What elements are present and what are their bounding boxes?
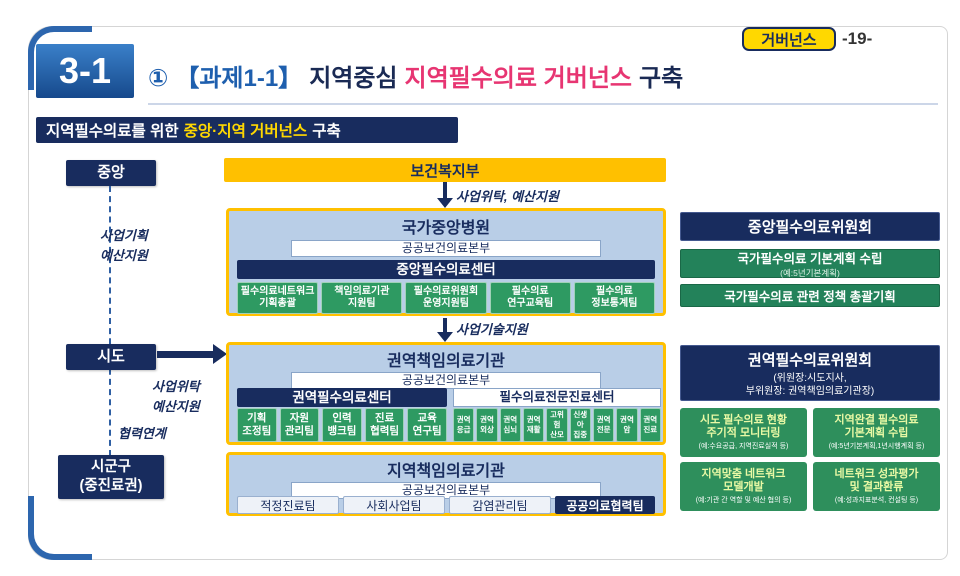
arrow-down-1-head (437, 198, 453, 208)
team-box: 고위험 산모 (546, 408, 568, 442)
title-divider (148, 103, 938, 105)
team-box: 필수의료위원회 운영지원팀 (405, 282, 487, 314)
grid-item-title: 시도 필수의료 현황 주기적 모니터링 (699, 413, 788, 439)
team-box: 권역 심뇌 (499, 408, 521, 442)
title-part-2: 구축 (638, 65, 684, 92)
team-box: 사회사업팀 (343, 496, 445, 514)
org-national-title: 국가중앙병원 (401, 220, 491, 237)
subtitle-pre: 지역필수의료를 위한 (46, 123, 179, 140)
team-box-highlight: 공공의료협력팀 (555, 496, 655, 514)
local-teams-row: 적정진료팀 사회사업팀 감염관리팀 공공의료협력팀 (237, 496, 655, 514)
grid-item: 지역완결 필수의료 기본계획 수립 (예:5년기본계획,1년시행계획 등) (813, 408, 940, 457)
team-box: 인력 뱅크팀 (322, 408, 362, 442)
org-local-title: 지역책임의료기관 (387, 463, 505, 480)
grid-item-note: (예:수요공급, 지역진료실적 등) (698, 443, 789, 451)
arrow-label-1: 사업위탁, 예산지원 (456, 189, 559, 204)
committee-regional-subtitle: (위원장:시도지사, 부위원장: 권역책임의료기관장) (745, 372, 875, 397)
vertical-dashed-connector (109, 186, 111, 456)
policy-note: (예:5년기본계획) (780, 268, 840, 278)
node-sigungu: 시군구 (중진료권) (58, 455, 164, 499)
committee-regional: 권역필수의료위원회 (위원장:시도지사, 부위원장: 권역책임의료기관장) (680, 345, 940, 401)
team-box: 필수의료 연구교육팀 (489, 282, 571, 314)
label-cooperation: 협력연계 (118, 426, 166, 441)
corner-accent-top-left (28, 26, 92, 90)
grid-item-title: 지역맞춤 네트워크 모델개발 (701, 467, 786, 493)
regional-essential-center-header: 권역필수의료센터 (237, 388, 447, 407)
org-regional-subtitle: 공공보건의료본부 (291, 372, 601, 389)
org-box-regional: 권역책임의료기관 공공보건의료본부 권역필수의료센터 기획 조정팀 자원 관리팀… (226, 342, 666, 445)
org-local-subtitle: 공공보건의료본부 (291, 482, 601, 499)
grid-item-note: (예:성과지표분석, 컨설팅 등) (834, 497, 919, 505)
team-box: 필수의료네트워크 기획총괄 (237, 282, 319, 314)
team-box: 자원 관리팀 (279, 408, 320, 442)
team-box: 권역 전문 (592, 408, 615, 442)
org-box-national: 국가중앙병원 공공보건의료본부 중앙필수의료센터 필수의료네트워크 기획총괄 책… (226, 208, 666, 316)
team-box: 기획 조정팀 (237, 408, 277, 442)
org-regional-title: 권역책임의료기관 (387, 353, 505, 370)
task-label: 【과제1-1】 (175, 65, 303, 92)
team-box: 필수의료 정보통계팀 (573, 282, 656, 314)
arrow-down-2-head (437, 332, 453, 342)
grid-item: 시도 필수의료 현황 주기적 모니터링 (예:수요공급, 지역진료실적 등) (680, 408, 807, 457)
arrow-sido-to-regional (157, 351, 213, 358)
policy-item: 국가필수의료 관련 정책 총괄기획 (680, 284, 940, 307)
node-central: 중앙 (66, 160, 156, 186)
grid-item: 지역맞춤 네트워크 모델개발 (예:기관 간 역할 및 예산 협의 등) (680, 462, 807, 511)
team-box: 적정진료팀 (237, 496, 339, 514)
title-accent: 지역필수의료 거버넌스 (404, 65, 632, 92)
subtitle-post: 구축 (312, 123, 341, 140)
label-consign-budget: 사업위탁 예산지원 (152, 379, 200, 414)
team-box: 권역 암 (616, 408, 638, 442)
team-box: 진료 협력팀 (364, 408, 405, 442)
team-box: 교육 연구팀 (407, 408, 447, 442)
policy-title: 국가필수의료 기본계획 수립 (737, 252, 883, 266)
regional-teams-row: 기획 조정팀 자원 관리팀 인력 뱅크팀 진료 협력팀 교육 연구팀 (237, 408, 447, 442)
team-box: 권역 응급 (453, 408, 475, 442)
policy-title: 국가필수의료 관련 정책 총괄기획 (724, 290, 896, 304)
grid-item-title: 네트워크 성과평가 및 결과환류 (834, 467, 919, 493)
title-part-1: 지역중심 (309, 65, 398, 92)
team-box: 권역 재활 (522, 408, 545, 442)
arrow-down-1 (443, 182, 447, 199)
governance-tag: 거버넌스 (742, 27, 836, 51)
grid-item-title: 지역완결 필수의료 기본계획 수립 (834, 413, 919, 439)
committee-central: 중앙필수의료위원회 (680, 212, 940, 241)
org-national-subtitle: 공공보건의료본부 (291, 240, 601, 257)
bullet-number: ① (148, 65, 169, 92)
team-box: 감염관리팀 (449, 496, 551, 514)
specialty-teams-row: 권역 응급 권역 외상 권역 심뇌 권역 재활 고위험 산모 신생아 집중 권역… (453, 408, 661, 442)
committee-regional-title: 권역필수의료위원회 (747, 351, 873, 369)
national-teams-row: 필수의료네트워크 기획총괄 책임의료기관 지원팀 필수의료위원회 운영지원팀 필… (237, 282, 656, 314)
policy-item: 국가필수의료 기본계획 수립 (예:5년기본계획) (680, 249, 940, 278)
org-box-local: 지역책임의료기관 공공보건의료본부 적정진료팀 사회사업팀 감염관리팀 공공의료… (226, 452, 666, 516)
team-box: 권역 외상 (476, 408, 498, 442)
arrow-label-2: 사업기술지원 (456, 322, 528, 337)
node-sido: 시도 (66, 344, 156, 370)
grid-item-note: (예:기관 간 역할 및 예산 협의 등) (695, 497, 792, 505)
label-planning-budget: 사업기획 예산지원 (100, 228, 148, 263)
subtitle-highlight: 중앙·지역 거버넌스 (183, 123, 308, 140)
specialty-center-header: 필수의료전문진료센터 (453, 388, 661, 407)
corner-accent-bottom-left (28, 496, 92, 560)
ministry-bar: 보건복지부 (224, 158, 666, 182)
page-number: -19- (842, 29, 873, 48)
team-box: 권역 진료 (639, 408, 661, 442)
grid-item: 네트워크 성과평가 및 결과환류 (예:성과지표분석, 컨설팅 등) (813, 462, 940, 511)
team-box: 책임의료기관 지원팀 (321, 282, 403, 314)
section-number-badge: 3-1 (36, 44, 134, 98)
team-box: 신생아 집중 (569, 408, 591, 442)
arrow-sido-to-regional-head (213, 344, 227, 364)
arrow-down-2 (443, 318, 447, 333)
section-subtitle: 지역필수의료를 위한 중앙·지역 거버넌스 구축 (36, 117, 458, 143)
central-essential-center-header: 중앙필수의료센터 (237, 260, 655, 279)
grid-item-note: (예:5년기본계획,1년시행계획 등) (828, 443, 925, 451)
